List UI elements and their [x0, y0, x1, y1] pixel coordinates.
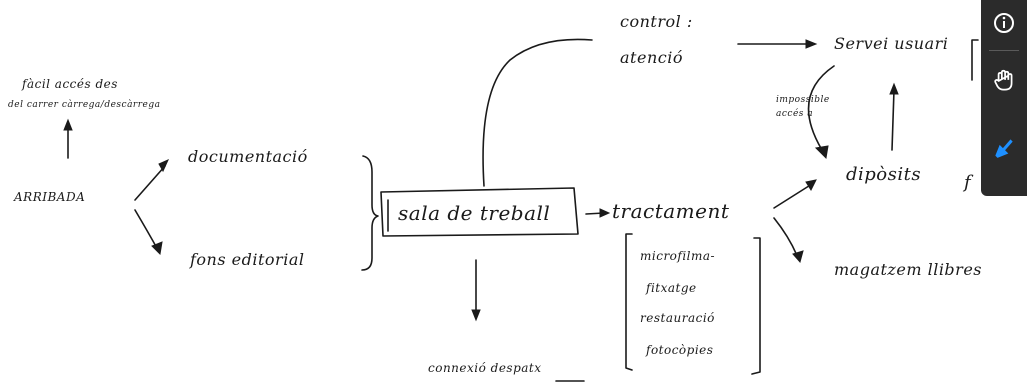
bracket-left [625, 233, 633, 371]
sala-box [380, 187, 579, 237]
subitem-restauracio: restauració [640, 311, 715, 325]
subitem-fitxatge: fitxatge [646, 281, 697, 295]
node-tractament: tractament [612, 199, 730, 223]
impossible-line-2: accés a [776, 109, 814, 119]
bracket-servei [971, 39, 979, 81]
arrow-tractament-to-magatzem [773, 217, 799, 259]
hand-tool-button[interactable] [981, 58, 1027, 104]
note-line-2: del carrer càrrega/descàrrega [8, 100, 161, 110]
node-documentacio: documentació [188, 147, 308, 166]
node-control-line-2: atenció [620, 48, 683, 67]
info-button[interactable] [981, 0, 1027, 46]
node-arribada: ARRIBADA [14, 190, 86, 204]
arrowhead-fons [151, 241, 163, 256]
toolbar-separator [989, 50, 1019, 51]
arrowhead-magatzem [792, 250, 804, 264]
curve-servei-to-diposits [807, 65, 835, 151]
info-icon [994, 13, 1014, 33]
arrowhead-documentacio [158, 159, 169, 173]
arrow-icon [995, 139, 1013, 158]
node-connexio-despatx: connexió despatx [428, 361, 542, 375]
node-fons-editorial: fons editorial [190, 250, 305, 269]
subitem-fotocopies: fotocòpies [646, 343, 714, 357]
arrowhead-diposits [805, 179, 817, 192]
side-toolbar [981, 0, 1027, 196]
bracket-right [751, 237, 761, 375]
node-control-line-1: control : [620, 12, 693, 31]
arrowhead-up-servei [889, 82, 899, 95]
arrowhead-up-note [63, 118, 73, 131]
node-magatzem-llibres: magatzem llibres [834, 260, 982, 279]
arrowhead-servei [805, 39, 818, 49]
arrow-tractament-to-diposits [773, 183, 813, 209]
arrow-arribada-to-documentacio [134, 165, 166, 201]
subitem-microfilmacio: microfilma- [640, 249, 716, 263]
curve-sala-to-control [482, 38, 593, 187]
node-diposits-suffix: f [964, 172, 972, 193]
node-diposits: dipòsits [846, 164, 922, 185]
arrow-diposits-to-servei [891, 89, 895, 151]
arrowhead-tractament [599, 208, 611, 218]
arrowhead-connexio [471, 309, 481, 322]
brace-left [361, 155, 379, 271]
arrow-arribada-to-fons [134, 209, 159, 251]
arrowhead-impossible [814, 145, 829, 160]
pointer-tool-button[interactable] [981, 124, 1027, 170]
hand-icon [994, 69, 1013, 91]
impossible-line-1: impossible [776, 95, 830, 105]
note-line-1: fàcil accés des [22, 77, 118, 91]
node-sala-de-treball: sala de treball [398, 201, 551, 225]
node-servei-usuaris: Servei usuari [834, 34, 949, 53]
